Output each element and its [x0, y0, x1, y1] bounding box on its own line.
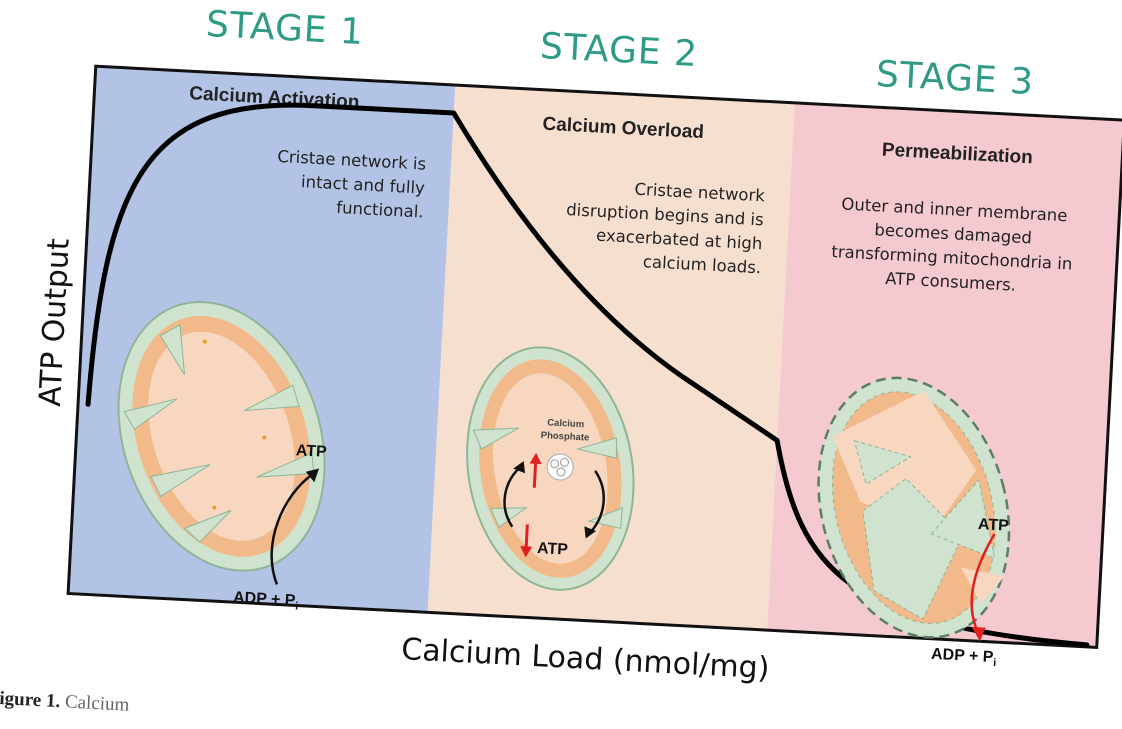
x-axis-label: Calcium Load (nmol/mg)	[400, 632, 770, 686]
stage-2-calcium-phosphate-label-1: Calcium	[547, 417, 584, 430]
stage-3-adp-label: ADP + Pi	[931, 646, 997, 669]
figure-caption-text: Calcium	[64, 691, 129, 715]
stage-1-adp-label: ADP + Pi	[233, 589, 299, 612]
figure-caption-number: igure 1.	[0, 688, 61, 712]
stage-2-down-red-arrow	[526, 524, 527, 549]
stage-2-atp-label: ATP	[537, 540, 569, 559]
stage-2-up-red-arrow	[534, 460, 535, 488]
stage-3-atp-label: ATP	[978, 516, 1010, 535]
stage-1-atp-label: ATP	[295, 442, 327, 461]
y-axis-label: ATP Output	[33, 237, 77, 407]
